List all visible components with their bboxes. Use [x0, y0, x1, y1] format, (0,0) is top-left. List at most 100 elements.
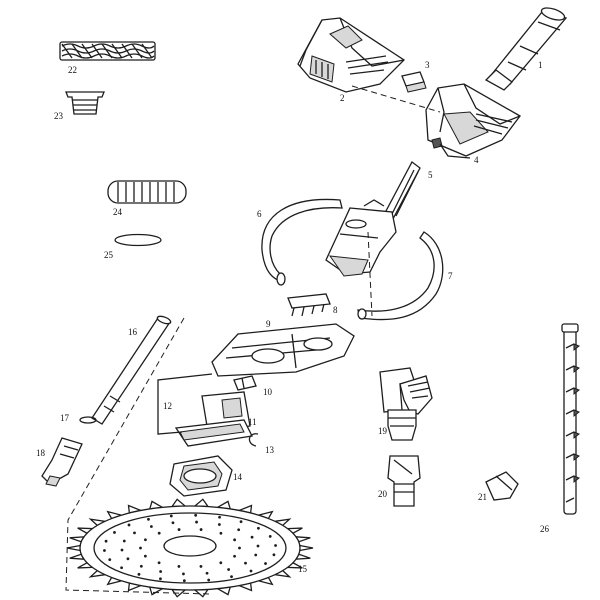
disk-hole [268, 534, 272, 538]
callout-7: 7 [448, 271, 453, 281]
part-4-swivel-lower [425, 83, 521, 159]
callout-22: 22 [68, 65, 77, 75]
callout-25: 25 [104, 250, 114, 260]
part-25-o-ring [114, 233, 162, 247]
part-9-turbine-plate [211, 323, 355, 377]
callout-6: 6 [257, 209, 262, 219]
disk-hole [239, 520, 243, 524]
disk-hole [227, 568, 231, 571]
part-16-tube [91, 315, 172, 425]
callout-17: 17 [60, 413, 70, 423]
callout-8: 8 [333, 305, 338, 315]
disk-hole [257, 526, 260, 530]
disk-hole [147, 517, 150, 521]
callout-24: 24 [113, 207, 123, 217]
disk-hole [219, 561, 223, 565]
disk-hole [237, 528, 241, 532]
part-23-bushing [65, 91, 105, 115]
callout-4: 4 [474, 155, 479, 165]
disk-hole [159, 570, 163, 573]
callout-15: 15 [298, 564, 308, 574]
disk-hole [205, 571, 209, 575]
disk-hole [103, 549, 106, 552]
disk-hole [177, 565, 181, 568]
callout-16: 16 [128, 327, 138, 337]
part-26-rod [561, 323, 580, 515]
disk-hole [108, 558, 112, 562]
assembly-guides [65, 85, 441, 595]
disk-hole [159, 577, 162, 581]
callout-5: 5 [428, 170, 433, 180]
callout-14: 14 [233, 472, 243, 482]
callout-labels: 1 2 3 4 5 6 7 8 9 10 11 12 13 14 15 16 1… [36, 60, 550, 574]
part-8-clip [287, 293, 331, 317]
part-10-clips [233, 375, 257, 391]
disk-hole [120, 566, 123, 570]
callout-18: 18 [36, 448, 46, 458]
part-11-turbine-body [174, 391, 253, 447]
disk-hole [139, 546, 142, 550]
disk-hole [233, 554, 236, 558]
disk-hole [254, 553, 258, 557]
part-7-right-arc [357, 231, 444, 321]
part-2-swivel-upper [297, 17, 406, 93]
part-18-hose-end [41, 437, 83, 487]
part-20-connector [387, 455, 421, 507]
callout-10: 10 [263, 387, 273, 397]
part-6-left-arc [261, 198, 343, 286]
disk-hole [157, 561, 161, 565]
disk-fin [299, 544, 314, 552]
disk-hole [169, 514, 173, 518]
callout-13: 13 [265, 445, 275, 455]
disk-hole [182, 579, 186, 583]
disk-hole [157, 531, 161, 535]
callout-3: 3 [425, 60, 430, 70]
disk-fin [66, 544, 81, 552]
part-19-valve [379, 367, 433, 441]
disk-hole [133, 531, 136, 535]
callout-21: 21 [478, 492, 487, 502]
part-5-pivot-assembly [325, 161, 421, 277]
disk-hole [218, 515, 221, 519]
disk-hole [149, 525, 153, 528]
disk-hole [256, 544, 260, 548]
callout-20: 20 [378, 489, 388, 499]
disk-hole [126, 557, 130, 561]
disk-hole [127, 523, 131, 527]
disk-hole [177, 528, 181, 531]
part-14-seat [169, 455, 233, 497]
disk-hole [238, 546, 241, 550]
part-1-hose-cuff [484, 7, 568, 91]
disk-hole [199, 565, 203, 568]
disk-hole [219, 531, 223, 535]
part-21-elbow [485, 471, 519, 501]
disk-hole [244, 561, 247, 565]
disk-hole [249, 569, 253, 573]
part-12-bracket-line [157, 373, 213, 435]
disk-hole [137, 572, 141, 576]
disk-hole [171, 521, 175, 525]
part-22-mesh-strip [59, 41, 156, 61]
disk-hole [274, 544, 277, 547]
callout-12: 12 [163, 401, 172, 411]
disk-hole [194, 513, 198, 517]
disk-hole [199, 528, 203, 531]
part-17-ring [79, 416, 97, 424]
disk-hole [264, 562, 267, 565]
part-13-c-clip [248, 433, 259, 447]
callout-26: 26 [540, 524, 550, 534]
disk-hole [139, 564, 143, 568]
callout-9: 9 [266, 319, 271, 329]
disk-hole [120, 548, 124, 552]
part-15-disk [66, 498, 314, 598]
disk-hole [144, 538, 147, 542]
disk-hole [113, 531, 116, 534]
callout-11: 11 [248, 417, 257, 427]
disk-hole [230, 575, 233, 579]
disk-hole [182, 572, 185, 576]
disk-hole [207, 578, 211, 582]
part-24-bellows [107, 180, 187, 204]
callout-19: 19 [378, 426, 388, 436]
disk-hole [122, 539, 126, 543]
